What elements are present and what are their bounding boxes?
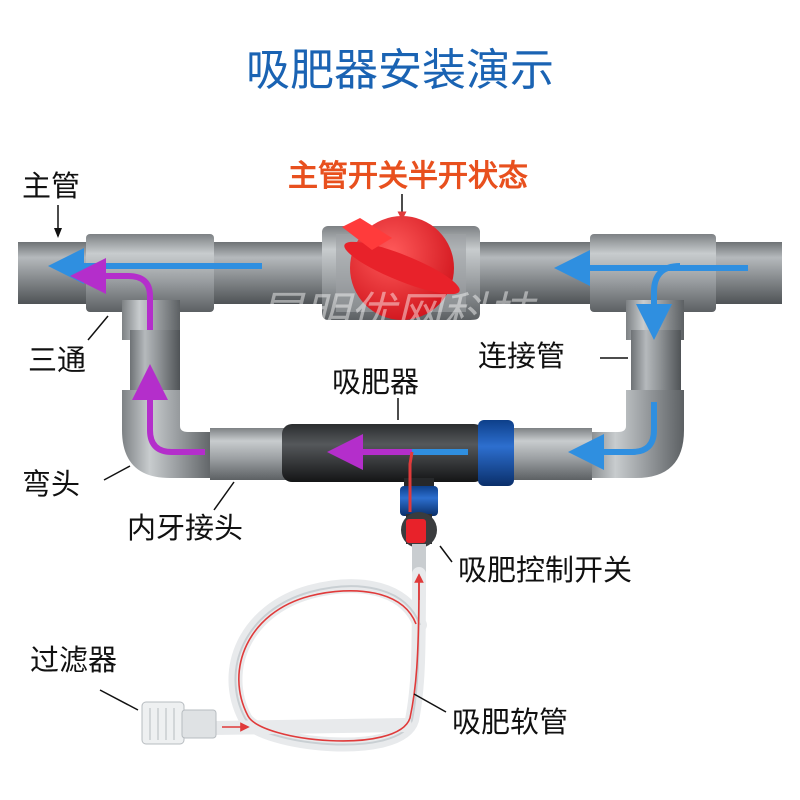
- label-filter: 过滤器: [30, 643, 117, 677]
- main-valve: [322, 216, 480, 320]
- arrow-left-icon: [568, 402, 657, 470]
- main-valve-state-label: 主管开关半开状态: [288, 159, 528, 194]
- page-title: 吸肥器安装演示: [246, 45, 554, 96]
- pointer-suction-valve: [439, 545, 453, 563]
- pointer-female-adapter: [213, 481, 235, 511]
- pointer-tee: [87, 315, 109, 341]
- filter: [141, 701, 217, 745]
- injector: [282, 420, 514, 516]
- arrow-left-icon: [70, 258, 153, 330]
- suction-line: [408, 451, 414, 512]
- arrow-down-icon: [636, 263, 681, 340]
- left-branch-pipe: [130, 330, 180, 394]
- right-female-adapter: [512, 428, 592, 480]
- label-suction-valve: 吸肥控制开关: [458, 553, 632, 587]
- label-tee: 三通: [28, 343, 86, 377]
- arrow-up-icon: [132, 364, 205, 455]
- pointer-elbow: [103, 465, 131, 481]
- left-elbow: [122, 390, 214, 478]
- watermark: 昆明优网科技: [257, 287, 538, 341]
- pointer-filter: [99, 689, 139, 711]
- suction-hose: [207, 567, 427, 752]
- label-female-adapter: 内牙接头: [127, 511, 243, 545]
- suction-control-valve: [401, 512, 437, 574]
- label-main-pipe: 主管: [22, 169, 80, 203]
- pointer-suction-hose: [413, 693, 447, 713]
- left-female-adapter: [210, 428, 290, 480]
- label-elbow: 弯头: [22, 467, 80, 501]
- right-elbow: [586, 390, 684, 478]
- connector-pipe: [631, 330, 681, 394]
- label-injector: 吸肥器: [332, 365, 419, 399]
- label-suction-hose: 吸肥软管: [452, 705, 568, 739]
- label-connector-pipe: 连接管: [478, 339, 565, 373]
